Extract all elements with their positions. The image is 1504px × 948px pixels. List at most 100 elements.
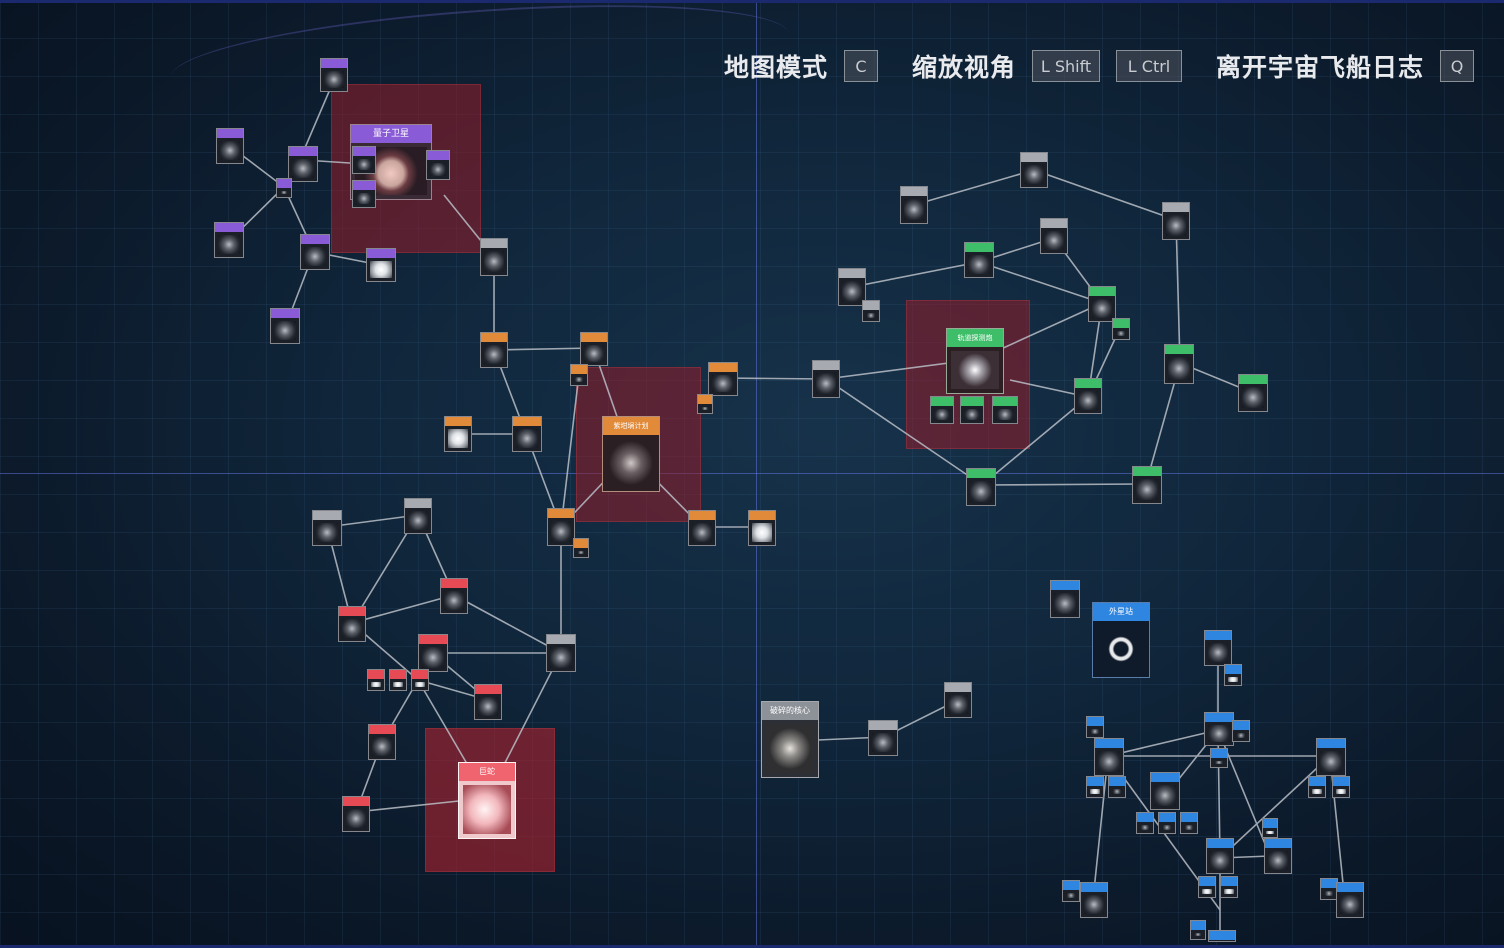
zoom-key-ctrl[interactable]: L Ctrl <box>1116 50 1183 82</box>
log-card[interactable] <box>1132 466 1162 504</box>
giant-card[interactable]: 巨蛇 <box>458 762 516 839</box>
log-card[interactable] <box>368 724 396 760</box>
horizontal-axis <box>0 473 1504 474</box>
log-card[interactable] <box>1180 812 1198 834</box>
log-card[interactable] <box>1136 812 1154 834</box>
map-mode-label: 地图模式 <box>724 53 829 82</box>
log-card[interactable] <box>547 508 575 546</box>
log-card[interactable] <box>214 222 244 258</box>
log-card[interactable] <box>320 58 348 92</box>
log-card[interactable] <box>418 634 448 672</box>
log-card[interactable] <box>216 128 244 164</box>
log-card[interactable] <box>900 186 928 224</box>
log-card[interactable] <box>1210 748 1228 768</box>
log-card[interactable] <box>1074 378 1102 414</box>
log-card[interactable] <box>868 720 898 756</box>
log-card[interactable] <box>1086 716 1104 738</box>
log-card[interactable] <box>1112 318 1130 340</box>
creature-icon <box>463 785 511 834</box>
log-card[interactable] <box>697 394 713 414</box>
log-card[interactable] <box>352 180 376 208</box>
log-card[interactable] <box>862 300 880 322</box>
log-card[interactable] <box>1088 286 1116 322</box>
log-card[interactable] <box>1164 344 1194 384</box>
log-card[interactable] <box>404 498 432 534</box>
log-card[interactable] <box>1224 664 1242 686</box>
exit-hint: 离开宇宙飞船日志 Q <box>1216 46 1475 86</box>
station-card[interactable]: 轨道探测炮 <box>946 328 1004 394</box>
core-card[interactable]: 破碎的核心 <box>761 701 819 778</box>
log-card[interactable] <box>342 796 370 832</box>
log-card[interactable] <box>688 510 716 546</box>
zoom-hint: 缩放视角 L Shift L Ctrl <box>912 46 1183 86</box>
log-card[interactable] <box>480 332 508 368</box>
log-card[interactable] <box>276 178 292 198</box>
log-card[interactable] <box>389 669 407 691</box>
log-card[interactable] <box>300 234 330 270</box>
log-card[interactable] <box>270 308 300 344</box>
log-card[interactable] <box>708 362 738 396</box>
log-card[interactable] <box>1080 882 1108 918</box>
log-card[interactable] <box>1162 202 1190 240</box>
log-card[interactable] <box>812 360 840 398</box>
log-card[interactable] <box>312 510 342 546</box>
log-card[interactable] <box>580 332 608 366</box>
log-card[interactable] <box>1332 776 1350 798</box>
log-card[interactable] <box>966 468 996 506</box>
log-card[interactable] <box>992 396 1018 424</box>
log-card[interactable] <box>1204 712 1234 746</box>
debris-icon <box>766 724 814 773</box>
log-card[interactable] <box>570 364 588 386</box>
log-card[interactable] <box>474 684 502 720</box>
sensor-icon <box>607 439 655 487</box>
log-card[interactable] <box>1308 776 1326 798</box>
log-card[interactable] <box>512 416 542 452</box>
log-card[interactable] <box>930 396 954 424</box>
log-card[interactable] <box>1198 876 1216 898</box>
log-card[interactable] <box>573 538 589 558</box>
log-card[interactable] <box>960 396 984 424</box>
log-card[interactable] <box>1050 580 1080 618</box>
log-card[interactable] <box>1086 776 1104 798</box>
log-card[interactable] <box>480 238 508 276</box>
log-card[interactable] <box>748 510 776 546</box>
log-card[interactable] <box>1232 720 1250 742</box>
zoom-key-shift[interactable]: L Shift <box>1032 50 1101 82</box>
log-card[interactable] <box>426 150 450 180</box>
log-card[interactable] <box>444 416 472 452</box>
log-card[interactable] <box>1094 738 1124 776</box>
log-card[interactable] <box>1336 882 1364 918</box>
log-card[interactable] <box>1040 218 1068 254</box>
log-card[interactable] <box>411 669 429 691</box>
log-card[interactable] <box>1204 630 1232 666</box>
log-card[interactable] <box>366 248 396 282</box>
log-card[interactable] <box>964 242 994 278</box>
log-card[interactable] <box>352 146 376 174</box>
target-card[interactable]: 外星站 <box>1092 602 1150 678</box>
target-title: 外星站 <box>1093 603 1149 621</box>
log-card[interactable] <box>546 634 576 672</box>
log-card[interactable] <box>1150 772 1180 810</box>
log-card[interactable] <box>1108 776 1126 798</box>
log-card[interactable] <box>1206 838 1234 874</box>
log-card[interactable] <box>838 268 866 306</box>
log-card[interactable] <box>1264 838 1292 874</box>
log-card[interactable] <box>1208 930 1236 942</box>
log-card[interactable] <box>1190 920 1206 940</box>
exit-label: 离开宇宙飞船日志 <box>1216 53 1425 82</box>
log-card[interactable] <box>1158 812 1176 834</box>
log-card[interactable] <box>1316 738 1346 776</box>
log-card[interactable] <box>1262 818 1278 838</box>
log-card[interactable] <box>367 669 385 691</box>
log-card[interactable] <box>1220 876 1238 898</box>
log-card[interactable] <box>338 606 366 642</box>
map-mode-key[interactable]: C <box>844 50 879 82</box>
log-card[interactable] <box>944 682 972 718</box>
log-card[interactable] <box>288 146 318 182</box>
log-card[interactable] <box>440 578 468 614</box>
log-card[interactable] <box>1062 880 1080 902</box>
log-card[interactable] <box>1020 152 1048 188</box>
exit-key[interactable]: Q <box>1440 50 1475 82</box>
project-card[interactable]: 紫坩埚计划 <box>602 416 660 492</box>
log-card[interactable] <box>1238 374 1268 412</box>
